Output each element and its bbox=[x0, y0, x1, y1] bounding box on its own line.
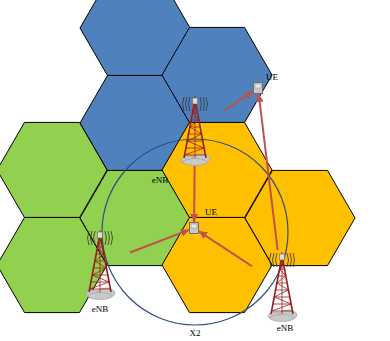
user-equipment-node: UE bbox=[253, 82, 263, 94]
tower-figure bbox=[252, 250, 312, 322]
interface-label: X2 bbox=[190, 328, 201, 338]
signal-arrow bbox=[225, 91, 253, 110]
tower-symbol bbox=[181, 96, 210, 166]
cell-hexagon bbox=[162, 27, 272, 122]
tower-symbol bbox=[268, 252, 297, 322]
ue-device bbox=[190, 223, 199, 234]
ue-figure bbox=[253, 82, 263, 94]
base-station-node: eNB bbox=[165, 94, 225, 166]
x2-circle bbox=[102, 139, 288, 325]
tower-figure bbox=[165, 94, 225, 166]
base-station-node: eNB bbox=[70, 228, 130, 300]
tower-symbol bbox=[86, 230, 115, 300]
node-label: eNB bbox=[277, 323, 294, 333]
ue-figure bbox=[189, 222, 199, 234]
node-label: UE bbox=[266, 72, 278, 82]
cell-hexagon bbox=[245, 170, 355, 265]
node-label: UE bbox=[205, 207, 217, 217]
user-equipment-node: UE bbox=[189, 222, 199, 234]
node-label: eNB bbox=[152, 175, 169, 185]
signal-arrow bbox=[130, 230, 189, 253]
base-station-node: eNB bbox=[252, 250, 312, 322]
ue-device bbox=[254, 83, 263, 94]
signal-arrow bbox=[193, 166, 196, 222]
signal-arrow bbox=[259, 94, 278, 250]
node-label: eNB bbox=[92, 304, 109, 314]
signal-arrow bbox=[199, 231, 252, 266]
tower-figure bbox=[70, 228, 130, 300]
